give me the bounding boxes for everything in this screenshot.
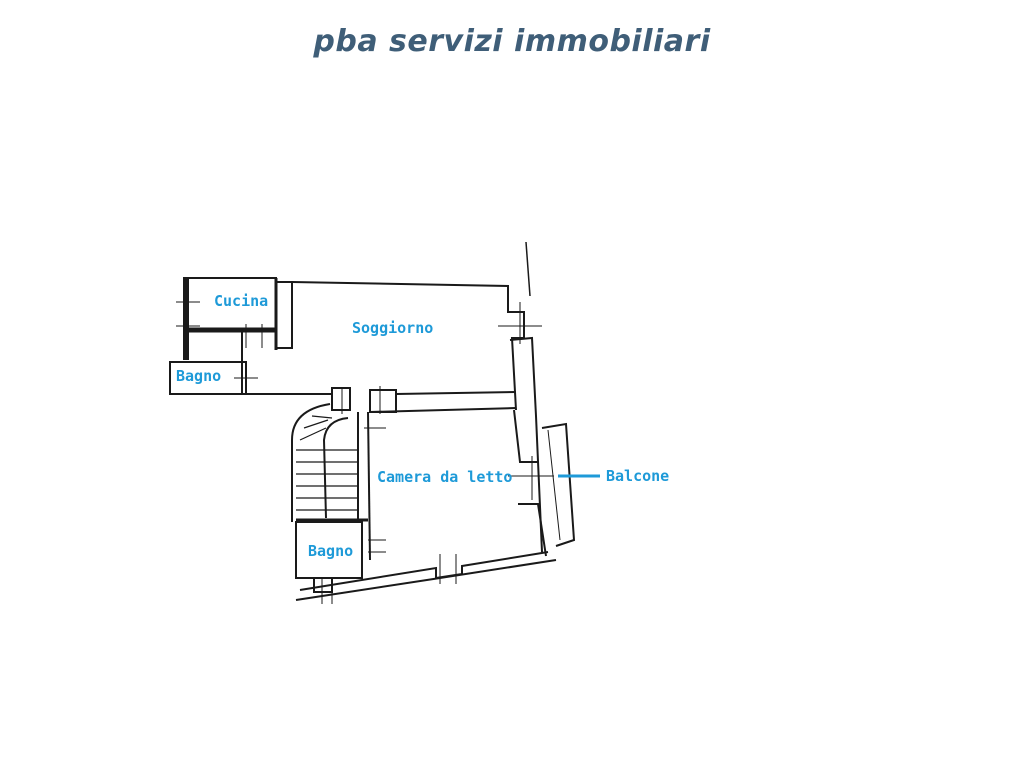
room-label-bagno-2: Bagno [308,542,353,560]
wall-soggiorno [291,281,525,411]
stair-curve-inner [322,417,349,519]
wall-pillar [275,281,293,349]
room-label-camera: Camera da letto [377,468,512,486]
wall-ext-right-3 [513,409,538,463]
wall-door-soggiorno [331,387,351,411]
stair-curve [291,403,331,522]
room-label-cucina: Cucina [214,292,268,310]
wall-balcone-inner [547,429,561,541]
stair-steps [296,415,358,511]
brand-title: pba servizi immobiliari [313,24,711,59]
wall-balcone [541,422,576,547]
room-label-balcone: Balcone [606,467,669,485]
room-label-bagno-1: Bagno [176,367,221,385]
wall-ext-right-2 [509,336,543,553]
wall-camera-bottom-2 [295,559,557,601]
wall-camera-left [367,411,371,561]
room-label-soggiorno: Soggiorno [352,319,433,337]
wall-door-soggiorno-2 [369,389,397,413]
wall-ext-right-4 [518,503,547,557]
wall-ext-right [525,241,531,297]
wall-soggiorno-bottom-2 [395,391,517,395]
door-marks [176,301,554,604]
